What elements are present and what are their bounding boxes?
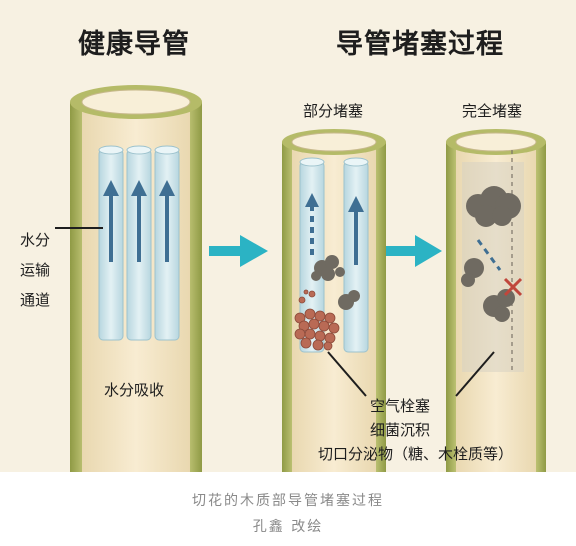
diagram-panel: 健康导管 导管堵塞过程 部分堵塞 完全堵塞 水分 运输 通道 水分吸收 空气栓塞… (0, 0, 576, 472)
figure-credit: 孔鑫 改绘 (252, 519, 324, 535)
process-arrow-1 (209, 235, 268, 267)
broken-flow-arrow (305, 193, 319, 255)
label-cause-2: 细菌沉积 (370, 421, 431, 439)
partial-blockage-stem (282, 129, 386, 472)
label-water-2: 运输 (20, 261, 51, 279)
water-up-arrows (103, 180, 175, 262)
air-embolism-deposit (311, 255, 360, 310)
blocked-cross-icon (503, 277, 523, 297)
label-cause-3: 切口分泌物（糖、木栓质等） (318, 445, 514, 463)
complete-deposits (461, 186, 521, 322)
diagram-graphic (55, 85, 546, 472)
label-water-1: 水分 (20, 231, 51, 249)
normal-flow-arrow (348, 196, 364, 265)
label-water-3: 通道 (20, 291, 51, 309)
complete-blockage-stem (446, 129, 546, 472)
process-arrow-2 (386, 235, 442, 267)
bacteria-deposit (294, 289, 340, 351)
title-process: 导管堵塞过程 (336, 29, 504, 60)
label-cause-1: 空气栓塞 (370, 397, 431, 415)
title-healthy: 健康导管 (78, 29, 190, 60)
figure-caption: 切花的木质部导管堵塞过程 (192, 493, 384, 509)
subtitle-complete: 完全堵塞 (462, 102, 523, 120)
healthy-stem (55, 85, 202, 472)
subtitle-partial: 部分堵塞 (303, 102, 364, 120)
label-water-absorb: 水分吸收 (104, 381, 165, 399)
